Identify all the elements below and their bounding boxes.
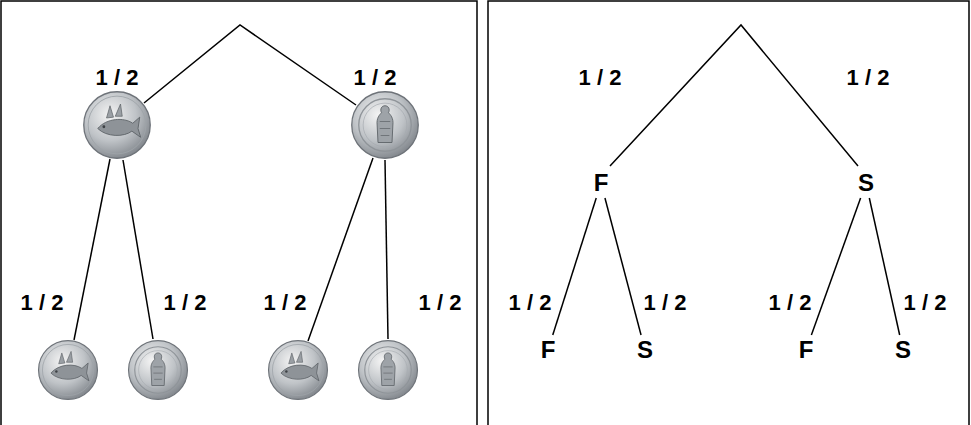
branch-line — [74, 159, 110, 340]
outcome-node: S — [891, 335, 915, 365]
branch-connector — [605, 198, 641, 335]
branch-line — [144, 25, 356, 105]
probability-label: 1 / 2 — [577, 66, 624, 90]
panel-border — [488, 1, 969, 425]
probability-label: 1 / 2 — [262, 291, 309, 315]
branch-line — [123, 160, 153, 339]
probability-label: 1 / 2 — [507, 291, 554, 315]
branch-connector — [869, 198, 899, 335]
outcome-letter: S — [637, 336, 653, 364]
probability-label: 1 / 2 — [417, 291, 464, 315]
outcome-node: F — [795, 335, 818, 365]
figure-coin — [352, 92, 419, 159]
probability-label: 1 / 2 — [642, 291, 689, 315]
branch-line — [610, 25, 858, 166]
branch-connector — [553, 198, 596, 335]
branch-line — [385, 160, 388, 339]
fish-coin — [39, 341, 98, 400]
outcome-letter: F — [799, 336, 814, 364]
probability-label: 1 / 2 — [845, 66, 892, 90]
figure-coin — [359, 341, 418, 400]
probability-label: 1 / 2 — [767, 291, 814, 315]
branch-connector — [811, 198, 860, 335]
outcome-letter: F — [541, 336, 556, 364]
fish-coin — [269, 341, 328, 400]
fish-coin — [84, 92, 151, 159]
outcome-letter: S — [858, 169, 874, 197]
outcome-node: S — [633, 335, 657, 365]
outcome-letter: S — [895, 336, 911, 364]
probability-label: 1 / 2 — [352, 66, 399, 90]
probability-label: 1 / 2 — [902, 291, 949, 315]
outcome-node: F — [537, 335, 560, 365]
branch-line — [308, 158, 373, 341]
figure-coin — [129, 341, 188, 400]
outcome-letter: F — [594, 169, 609, 197]
probability-label: 1 / 2 — [162, 291, 209, 315]
outcome-node: F — [590, 168, 613, 198]
outcome-node: S — [854, 168, 878, 198]
probability-label: 1 / 2 — [94, 66, 141, 90]
probability-label: 1 / 2 — [19, 291, 66, 315]
panel-border — [1, 1, 477, 425]
